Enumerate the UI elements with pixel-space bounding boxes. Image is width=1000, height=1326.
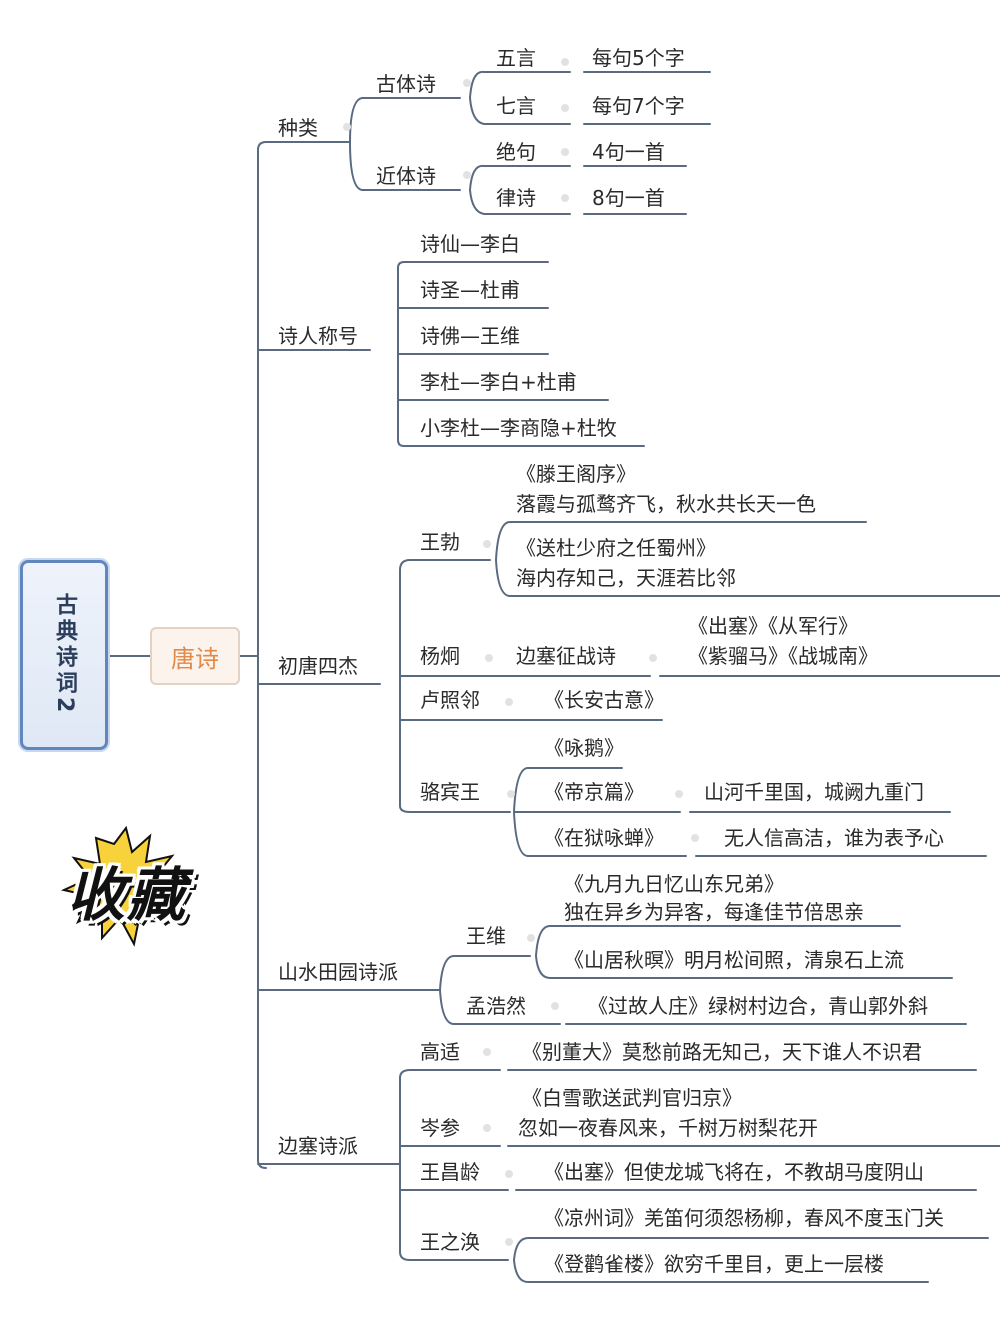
- node-chenghao-item[interactable]: 诗圣—杜甫: [420, 278, 520, 302]
- node-wuyan[interactable]: 五言: [496, 46, 536, 70]
- node-menghaoran-work[interactable]: 《过故人庄》绿树村边合，青山郭外斜: [588, 994, 928, 1018]
- node-yangjiong-works1[interactable]: 《出塞》《从军行》: [688, 614, 858, 638]
- node-luobinwang-work3[interactable]: 《在狱咏蝉》: [544, 826, 664, 850]
- node-chenghao-item[interactable]: 小李杜—李商隐+杜牧: [420, 416, 617, 440]
- branch-chutang[interactable]: 初唐四杰: [278, 654, 358, 678]
- connector-dot: [485, 654, 493, 662]
- connector-dot: [463, 79, 471, 87]
- node-wangbo-work1-line[interactable]: 落霞与孤鹜齐飞，秋水共长天一色: [516, 492, 816, 516]
- favorite-sticker: 收藏: [22, 826, 232, 952]
- node-luzhaolin[interactable]: 卢照邻: [420, 688, 480, 712]
- node-censhen-work-title[interactable]: 《白雪歌送武判官归京》: [522, 1086, 742, 1110]
- root-label: 古典诗词2: [52, 593, 77, 717]
- connector-dot: [343, 123, 351, 131]
- node-luobinwang-work1[interactable]: 《咏鹅》: [544, 736, 624, 760]
- node-wangbo-work1-title[interactable]: 《滕王阁序》: [516, 462, 636, 486]
- connector-dot: [675, 790, 683, 798]
- connector-dot: [463, 171, 471, 179]
- node-yangjiong[interactable]: 杨炯: [420, 644, 460, 668]
- node-wuyan-desc[interactable]: 每句5个字: [592, 46, 685, 70]
- favorite-sticker-label: 收藏: [66, 861, 187, 929]
- connector-dot: [505, 698, 513, 706]
- node-wangwei-work1-title[interactable]: 《九月九日忆山东兄弟》: [564, 872, 784, 896]
- node-menghaoran[interactable]: 孟浩然: [466, 994, 526, 1018]
- node-luobinwang-work2[interactable]: 《帝京篇》: [544, 780, 644, 804]
- node-luobinwang-work3-line[interactable]: 无人信高洁，谁为表予心: [724, 826, 944, 850]
- node-luobinwang-work2-line[interactable]: 山河千里国，城阙九重门: [704, 780, 924, 804]
- node-luzhaolin-work[interactable]: 《长安古意》: [544, 688, 664, 712]
- node-wangbo[interactable]: 王勃: [420, 530, 460, 554]
- node-yangjiong-genre[interactable]: 边塞征战诗: [516, 644, 616, 668]
- node-censhen-work-line[interactable]: 忽如一夜春风来，千树万树梨花开: [518, 1116, 818, 1140]
- starburst-icon: [60, 826, 183, 947]
- node-chenghao-item[interactable]: 李杜—李白+杜甫: [420, 370, 577, 394]
- node-gaoshi-work[interactable]: 《别董大》莫愁前路无知己，天下谁人不识君: [522, 1040, 922, 1064]
- node-wangbo-work2-title[interactable]: 《送杜少府之任蜀州》: [516, 536, 716, 560]
- node-wangzhihuan-work2[interactable]: 《登鹳雀楼》欲穷千里目，更上一层楼: [544, 1252, 884, 1276]
- branch-shanshui[interactable]: 山水田园诗派: [278, 960, 398, 984]
- connector-dot: [561, 194, 569, 202]
- node-wangchangling[interactable]: 王昌龄: [420, 1160, 480, 1184]
- connector-dot: [561, 148, 569, 156]
- connector-dot: [691, 834, 699, 842]
- node-jintishi[interactable]: 近体诗: [376, 164, 436, 188]
- node-lushi-desc[interactable]: 8句一首: [592, 186, 665, 210]
- connector-dot: [561, 58, 569, 66]
- branch-zhonglei[interactable]: 种类: [278, 116, 318, 140]
- node-qiyan[interactable]: 七言: [496, 94, 536, 118]
- connector-dot: [483, 540, 491, 548]
- category-label: 唐诗: [171, 644, 219, 673]
- connector-dot: [507, 790, 515, 798]
- node-wangchangling-work[interactable]: 《出塞》但使龙城飞将在，不教胡马度阴山: [544, 1160, 924, 1184]
- connector-dot: [505, 1170, 513, 1178]
- connector-dot: [649, 654, 657, 662]
- connector-dot: [483, 1124, 491, 1132]
- branch-biansai[interactable]: 边塞诗派: [278, 1134, 358, 1158]
- node-wangwei-work2[interactable]: 《山居秋暝》明月松间照，清泉石上流: [564, 948, 904, 972]
- branch-chenghao[interactable]: 诗人称号: [278, 324, 358, 348]
- node-jueju[interactable]: 绝句: [496, 140, 536, 164]
- node-gutishi[interactable]: 古体诗: [376, 72, 436, 96]
- node-wangzhihuan[interactable]: 王之涣: [420, 1230, 480, 1254]
- connector-dot: [561, 104, 569, 112]
- node-wangbo-work2-line[interactable]: 海内存知己，天涯若比邻: [516, 566, 736, 590]
- category-node-tangshi[interactable]: 唐诗: [150, 627, 240, 685]
- node-wangzhihuan-work1[interactable]: 《凉州词》羌笛何须怨杨柳，春风不度玉门关: [544, 1206, 944, 1230]
- node-wangwei[interactable]: 王维: [466, 924, 506, 948]
- node-lushi[interactable]: 律诗: [496, 186, 536, 210]
- node-luobinwang[interactable]: 骆宾王: [420, 780, 480, 804]
- node-chenghao-item[interactable]: 诗佛—王维: [420, 324, 520, 348]
- node-wangwei-work1-line[interactable]: 独在异乡为异客，每逢佳节倍思亲: [564, 900, 864, 924]
- node-jueju-desc[interactable]: 4句一首: [592, 140, 665, 164]
- connector-dot: [551, 1002, 559, 1010]
- connector-dot: [483, 1048, 491, 1056]
- connector-dot: [527, 934, 535, 942]
- root-node[interactable]: 古典诗词2: [20, 560, 108, 750]
- connector-dot: [505, 1238, 513, 1246]
- node-censhen[interactable]: 岑参: [420, 1116, 460, 1140]
- node-gaoshi[interactable]: 高适: [420, 1040, 460, 1064]
- node-yangjiong-works2[interactable]: 《紫骝马》《战城南》: [688, 644, 878, 668]
- node-chenghao-item[interactable]: 诗仙—李白: [420, 232, 520, 256]
- node-qiyan-desc[interactable]: 每句7个字: [592, 94, 685, 118]
